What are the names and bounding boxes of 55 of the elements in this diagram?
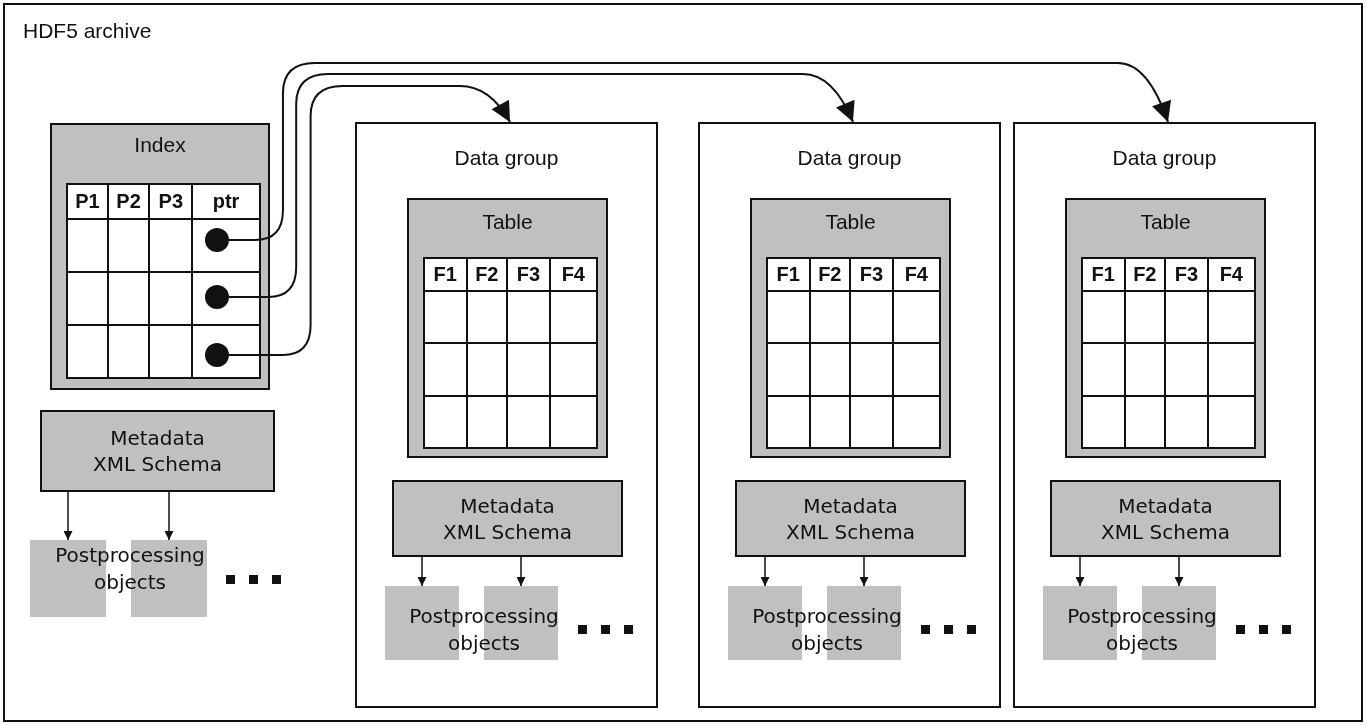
metadata-box: [40, 410, 275, 492]
table-box: [407, 198, 608, 458]
metadata-box: [392, 480, 623, 557]
column-header: F3: [851, 259, 892, 290]
column-header: F1: [1083, 259, 1124, 290]
box-title: Metadata XML Schema: [1100, 492, 1231, 545]
data-group-box: [1013, 122, 1316, 708]
box-title: Data group: [453, 146, 560, 170]
column-header: F3: [508, 259, 549, 290]
object-caption: Postprocessing objects: [408, 603, 560, 657]
box-title: Data group: [796, 146, 903, 170]
box-title: Metadata XML Schema: [785, 492, 916, 545]
column-header: F2: [1125, 259, 1165, 290]
metadata-box: [1050, 480, 1281, 557]
data-group-box: [355, 122, 658, 708]
box-title: Table: [1139, 210, 1192, 234]
column-header: P1: [68, 185, 107, 218]
arrow: [859, 556, 869, 587]
column-header: ptr: [193, 185, 259, 218]
column-header: P3: [150, 185, 192, 218]
metadata-box: [735, 480, 966, 557]
arrow: [417, 556, 427, 587]
index-box: [50, 123, 270, 390]
box-title: HDF5 archive: [22, 19, 153, 43]
pointer-arrow: [228, 73, 855, 298]
column-header: P2: [108, 185, 149, 218]
object-caption: Postprocessing objects: [1066, 603, 1218, 657]
pointer-arrow: [228, 61, 1171, 241]
box-title: Metadata XML Schema: [92, 425, 223, 477]
box-title: Data group: [1111, 146, 1218, 170]
object-caption: Postprocessing objects: [54, 542, 206, 596]
column-header: F4: [1208, 259, 1254, 290]
arrow: [516, 556, 526, 587]
column-header: F1: [425, 259, 466, 290]
column-header: F3: [1166, 259, 1207, 290]
archive-container: [3, 3, 1363, 722]
box-title: Metadata XML Schema: [442, 492, 573, 545]
box-title: Index: [133, 133, 187, 157]
arrow: [1174, 556, 1184, 587]
arrow: [164, 491, 174, 541]
column-header: F4: [550, 259, 596, 290]
object-caption: Postprocessing objects: [751, 603, 903, 657]
table-box: [750, 198, 951, 458]
column-header: F1: [768, 259, 809, 290]
column-header: F4: [893, 259, 939, 290]
box-title: Table: [824, 210, 877, 234]
arrow: [63, 491, 73, 541]
pointer-arrow: [228, 85, 511, 356]
arrow: [1075, 556, 1085, 587]
box-title: Table: [481, 210, 534, 234]
table-box: [1065, 198, 1266, 458]
column-header: F2: [467, 259, 507, 290]
data-group-box: [698, 122, 1001, 708]
column-header: F2: [810, 259, 850, 290]
arrow: [760, 556, 770, 587]
